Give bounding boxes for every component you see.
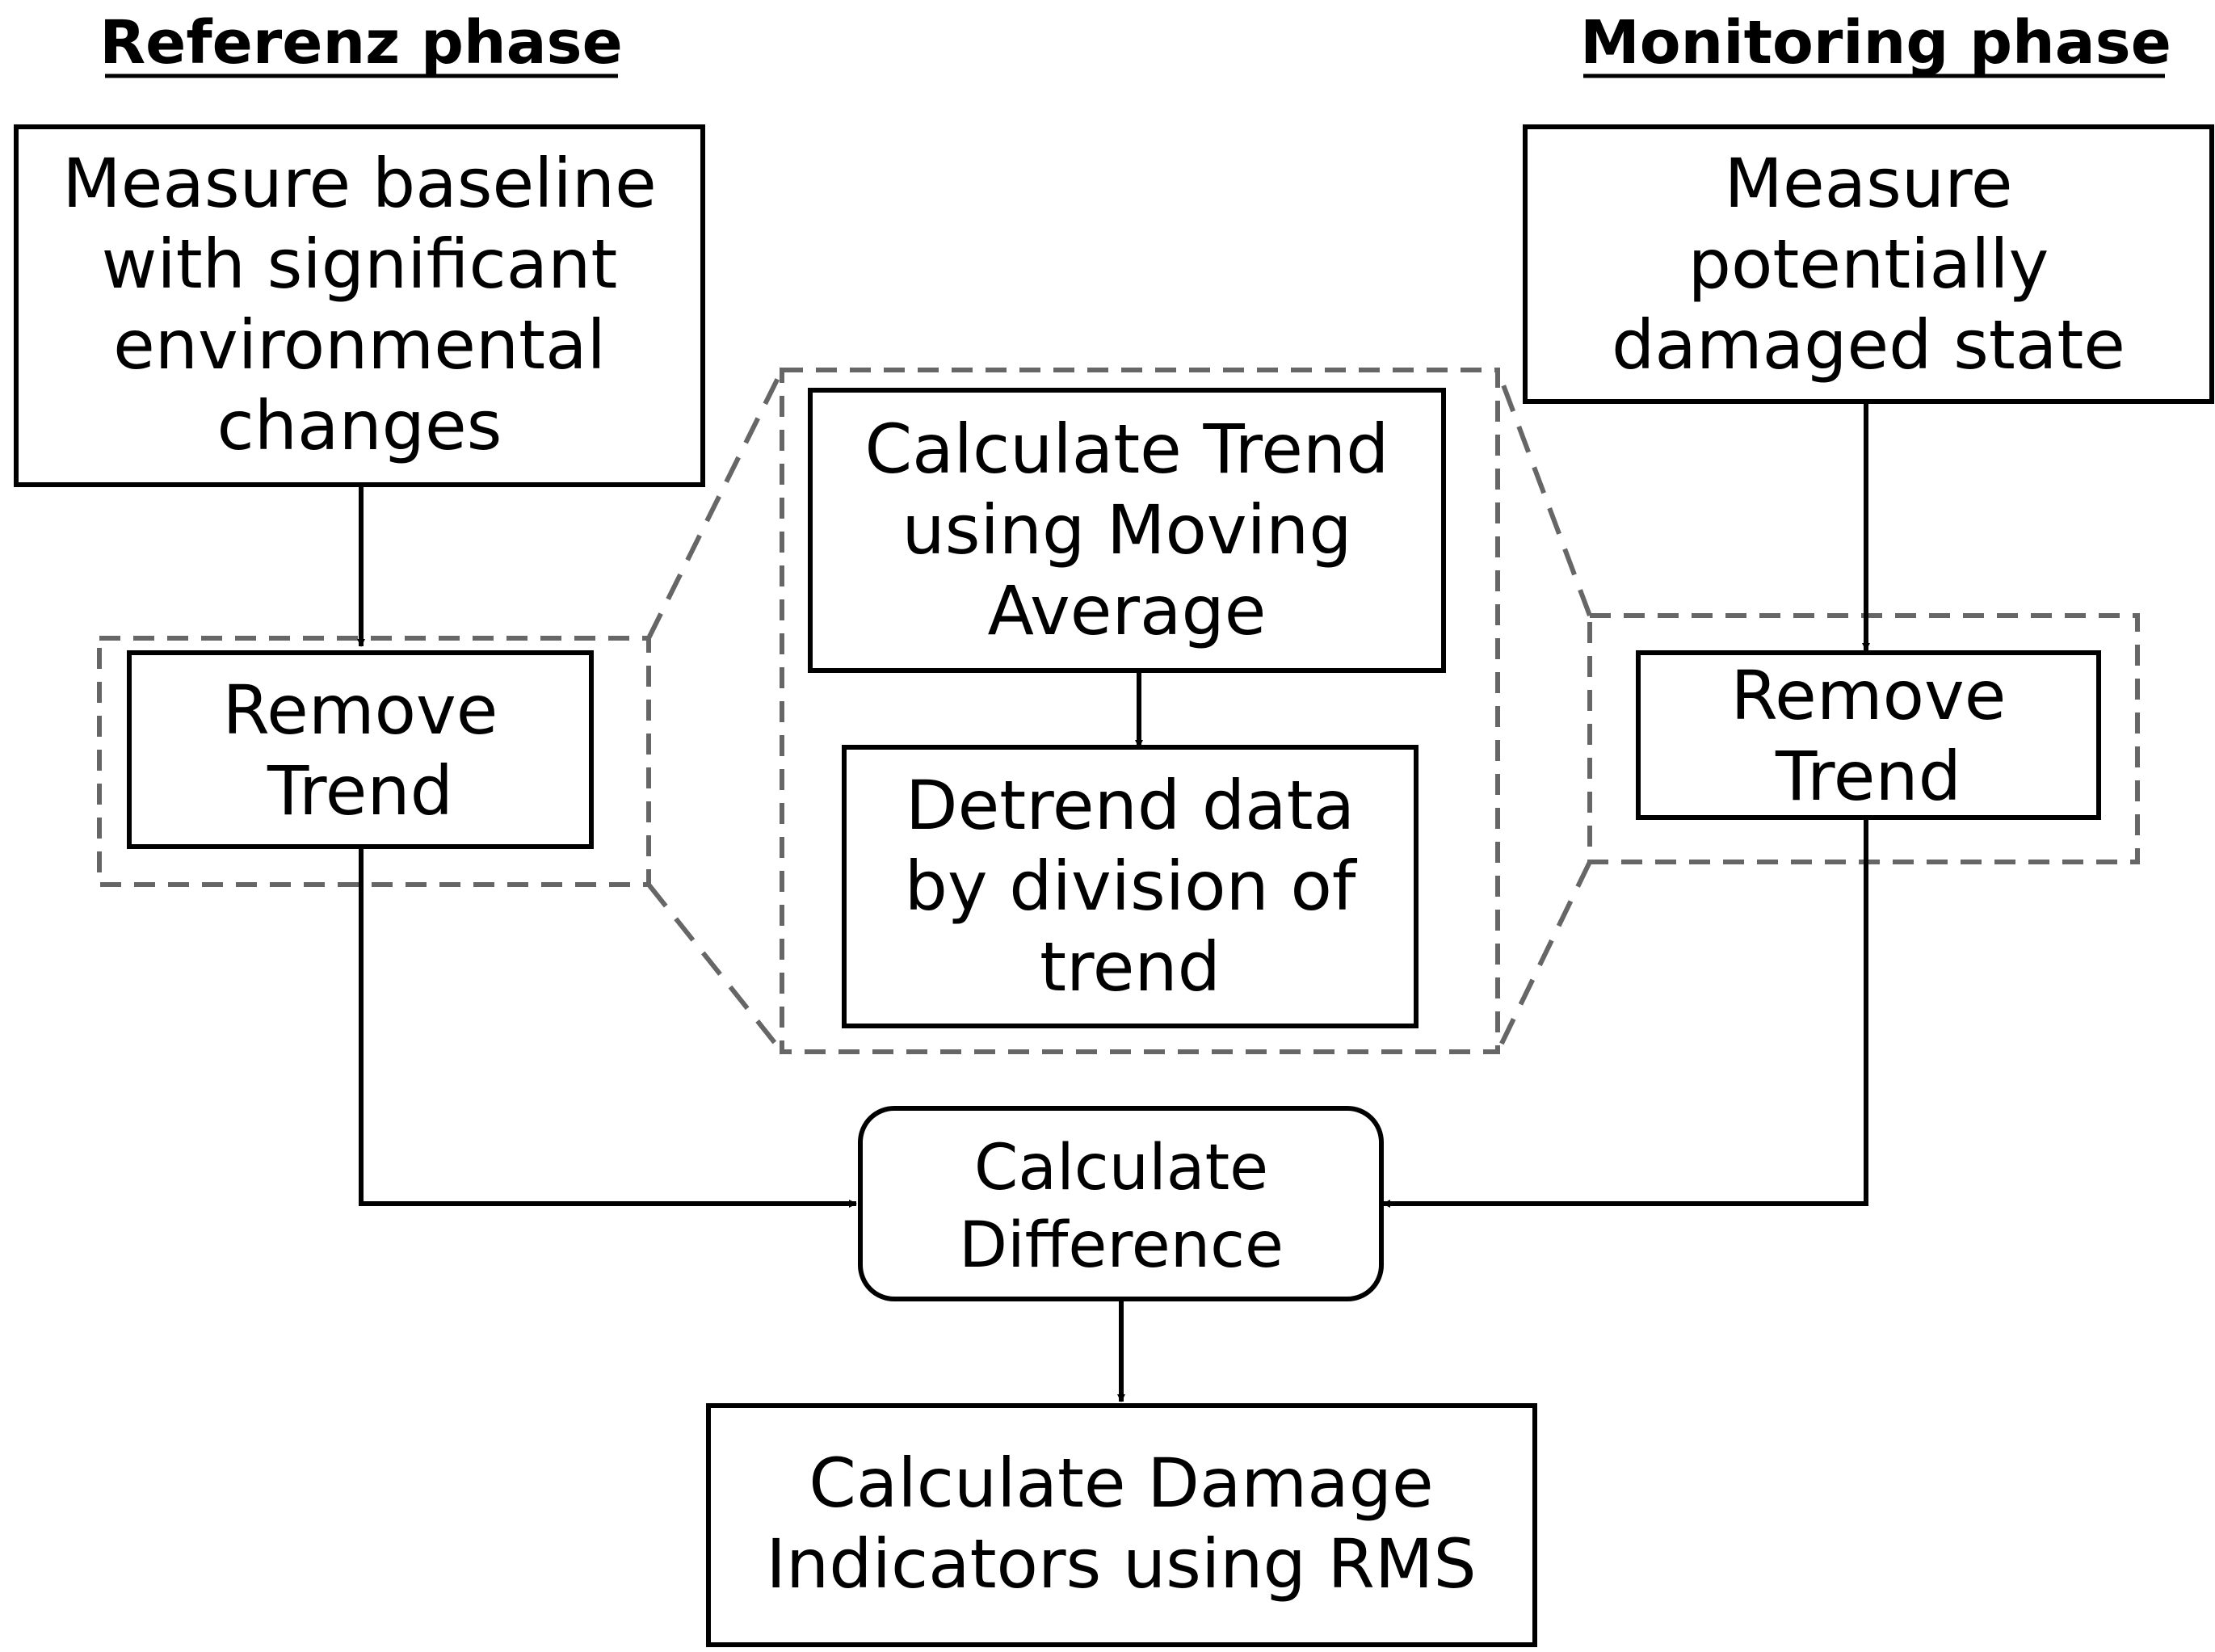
calculate-damage-node: Calculate Damage Indicators using RMS — [706, 1403, 1537, 1647]
svg-text:Indicators using RMS: Indicators using RMS — [766, 1524, 1476, 1604]
detrend-data-node: Detrend data by division of trend — [842, 745, 1419, 1028]
reference-phase-title: Referenz phase — [99, 8, 623, 78]
svg-text:Difference: Difference — [959, 1209, 1284, 1282]
svg-text:Average: Average — [988, 571, 1267, 650]
svg-text:Measure baseline: Measure baseline — [62, 144, 657, 223]
svg-text:with significant: with significant — [102, 225, 618, 304]
svg-text:using Moving: using Moving — [902, 490, 1351, 570]
monitoring-phase-title: Monitoring phase — [1580, 8, 2171, 78]
left-detrend-group — [97, 636, 651, 887]
svg-text:by division of: by division of — [905, 847, 1358, 926]
connectors — [357, 401, 1870, 1402]
svg-text:Detrend data: Detrend data — [906, 766, 1355, 845]
svg-text:damaged state: damaged state — [1612, 305, 2125, 385]
svg-text:changes: changes — [217, 386, 502, 465]
svg-text:Calculate: Calculate — [974, 1132, 1268, 1204]
zoom-connector-lines — [646, 368, 1592, 1053]
measure-damaged-node: Measure potentially damaged state — [1523, 124, 2214, 404]
svg-text:environmental: environmental — [113, 305, 606, 385]
detrend-detail-group — [780, 368, 1500, 1054]
remove-trend-left-node: Remove Trend — [127, 650, 594, 849]
calculate-difference-node: Calculate Difference — [858, 1106, 1384, 1301]
svg-text:Calculate Damage: Calculate Damage — [809, 1444, 1433, 1523]
svg-text:Measure: Measure — [1725, 144, 2013, 223]
svg-text:Remove: Remove — [223, 670, 498, 750]
svg-text:Referenz phase: Referenz phase — [99, 8, 623, 78]
svg-text:Monitoring phase: Monitoring phase — [1580, 8, 2171, 78]
calculate-trend-node: Calculate Trend using Moving Average — [808, 388, 1446, 673]
svg-text:Calculate Trend: Calculate Trend — [865, 410, 1389, 489]
svg-text:potentially: potentially — [1688, 225, 2049, 304]
svg-text:trend: trend — [1040, 927, 1221, 1007]
svg-text:Trend: Trend — [267, 751, 453, 830]
svg-text:Trend: Trend — [1775, 737, 1961, 816]
measure-baseline-node: Measure baseline with significant enviro… — [14, 124, 705, 487]
remove-trend-right-node: Remove Trend — [1636, 650, 2101, 820]
svg-text:Remove: Remove — [1731, 656, 2007, 735]
